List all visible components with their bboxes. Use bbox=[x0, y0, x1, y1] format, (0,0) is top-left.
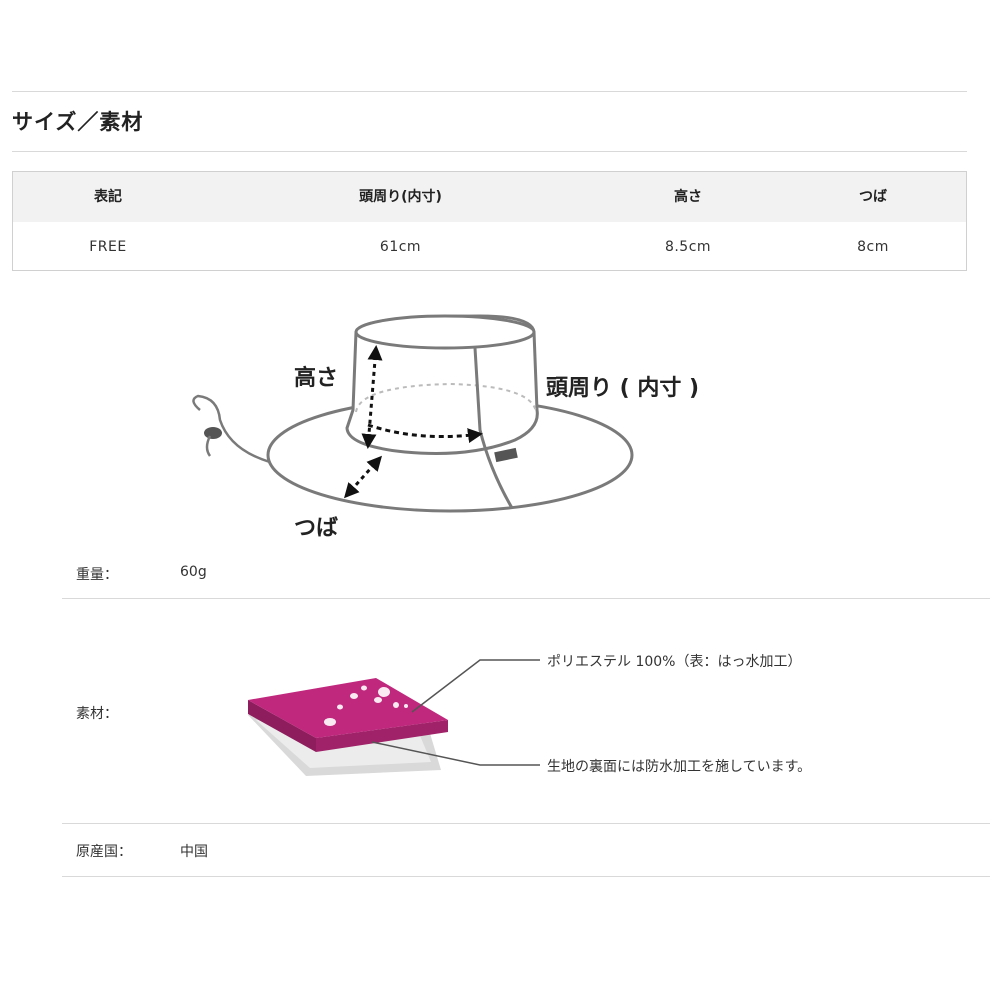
hat-tag bbox=[494, 447, 518, 463]
table-row: FREE 61cm 8.5cm 8cm bbox=[13, 222, 966, 272]
material-divider bbox=[62, 823, 990, 824]
header-cell-brim: つば bbox=[859, 189, 887, 205]
hat-illustration bbox=[192, 314, 634, 513]
origin-value: 中国 bbox=[180, 844, 208, 860]
weight-value: 60g bbox=[180, 564, 207, 580]
cell-head-circumference: 61cm bbox=[379, 239, 422, 255]
origin-label: 原産国： bbox=[76, 844, 132, 860]
header-cell-head-circumference: 頭周り(内寸) bbox=[359, 189, 442, 205]
cell-brim: 8cm bbox=[857, 239, 889, 255]
hat-measurement-diagram: 高さ 頭周り ( 内寸 ) つば bbox=[170, 300, 730, 541]
title-divider bbox=[12, 151, 967, 152]
chin-cord bbox=[192, 394, 271, 464]
origin-divider bbox=[62, 876, 990, 877]
weight-divider bbox=[62, 598, 990, 599]
fabric-illustration bbox=[236, 660, 486, 790]
header-cell-label: 表記 bbox=[94, 189, 122, 205]
head-circumference-arrow bbox=[367, 423, 483, 444]
size-table: 表記 頭周り(内寸) 高さ つば FREE 61cm 8.5cm 8cm bbox=[12, 171, 967, 271]
material-label: 素材： bbox=[76, 706, 118, 722]
weight-label: 重量： bbox=[76, 567, 118, 583]
top-divider bbox=[12, 91, 967, 92]
cell-size-label: FREE bbox=[89, 239, 127, 255]
size-table-header: 表記 頭周り(内寸) 高さ つば bbox=[13, 172, 966, 222]
material-inner-note: 生地の裏面には防水加工を施しています。 bbox=[547, 759, 812, 775]
cord-stopper bbox=[204, 427, 222, 439]
header-cell-height: 高さ bbox=[674, 189, 702, 205]
material-outer-note: ポリエステル 100%（表：はっ水加工） bbox=[547, 654, 802, 670]
section-title: サイズ／素材 bbox=[12, 110, 144, 134]
label-height: 高さ bbox=[294, 366, 339, 391]
cell-height: 8.5cm bbox=[664, 239, 712, 255]
brim-arrow bbox=[343, 455, 383, 499]
height-arrow bbox=[361, 345, 383, 449]
label-head-circumference: 頭周り ( 内寸 ) bbox=[546, 376, 700, 401]
label-brim: つば bbox=[294, 516, 339, 541]
hat-crown-top bbox=[354, 314, 536, 350]
fabric-top bbox=[248, 678, 448, 738]
